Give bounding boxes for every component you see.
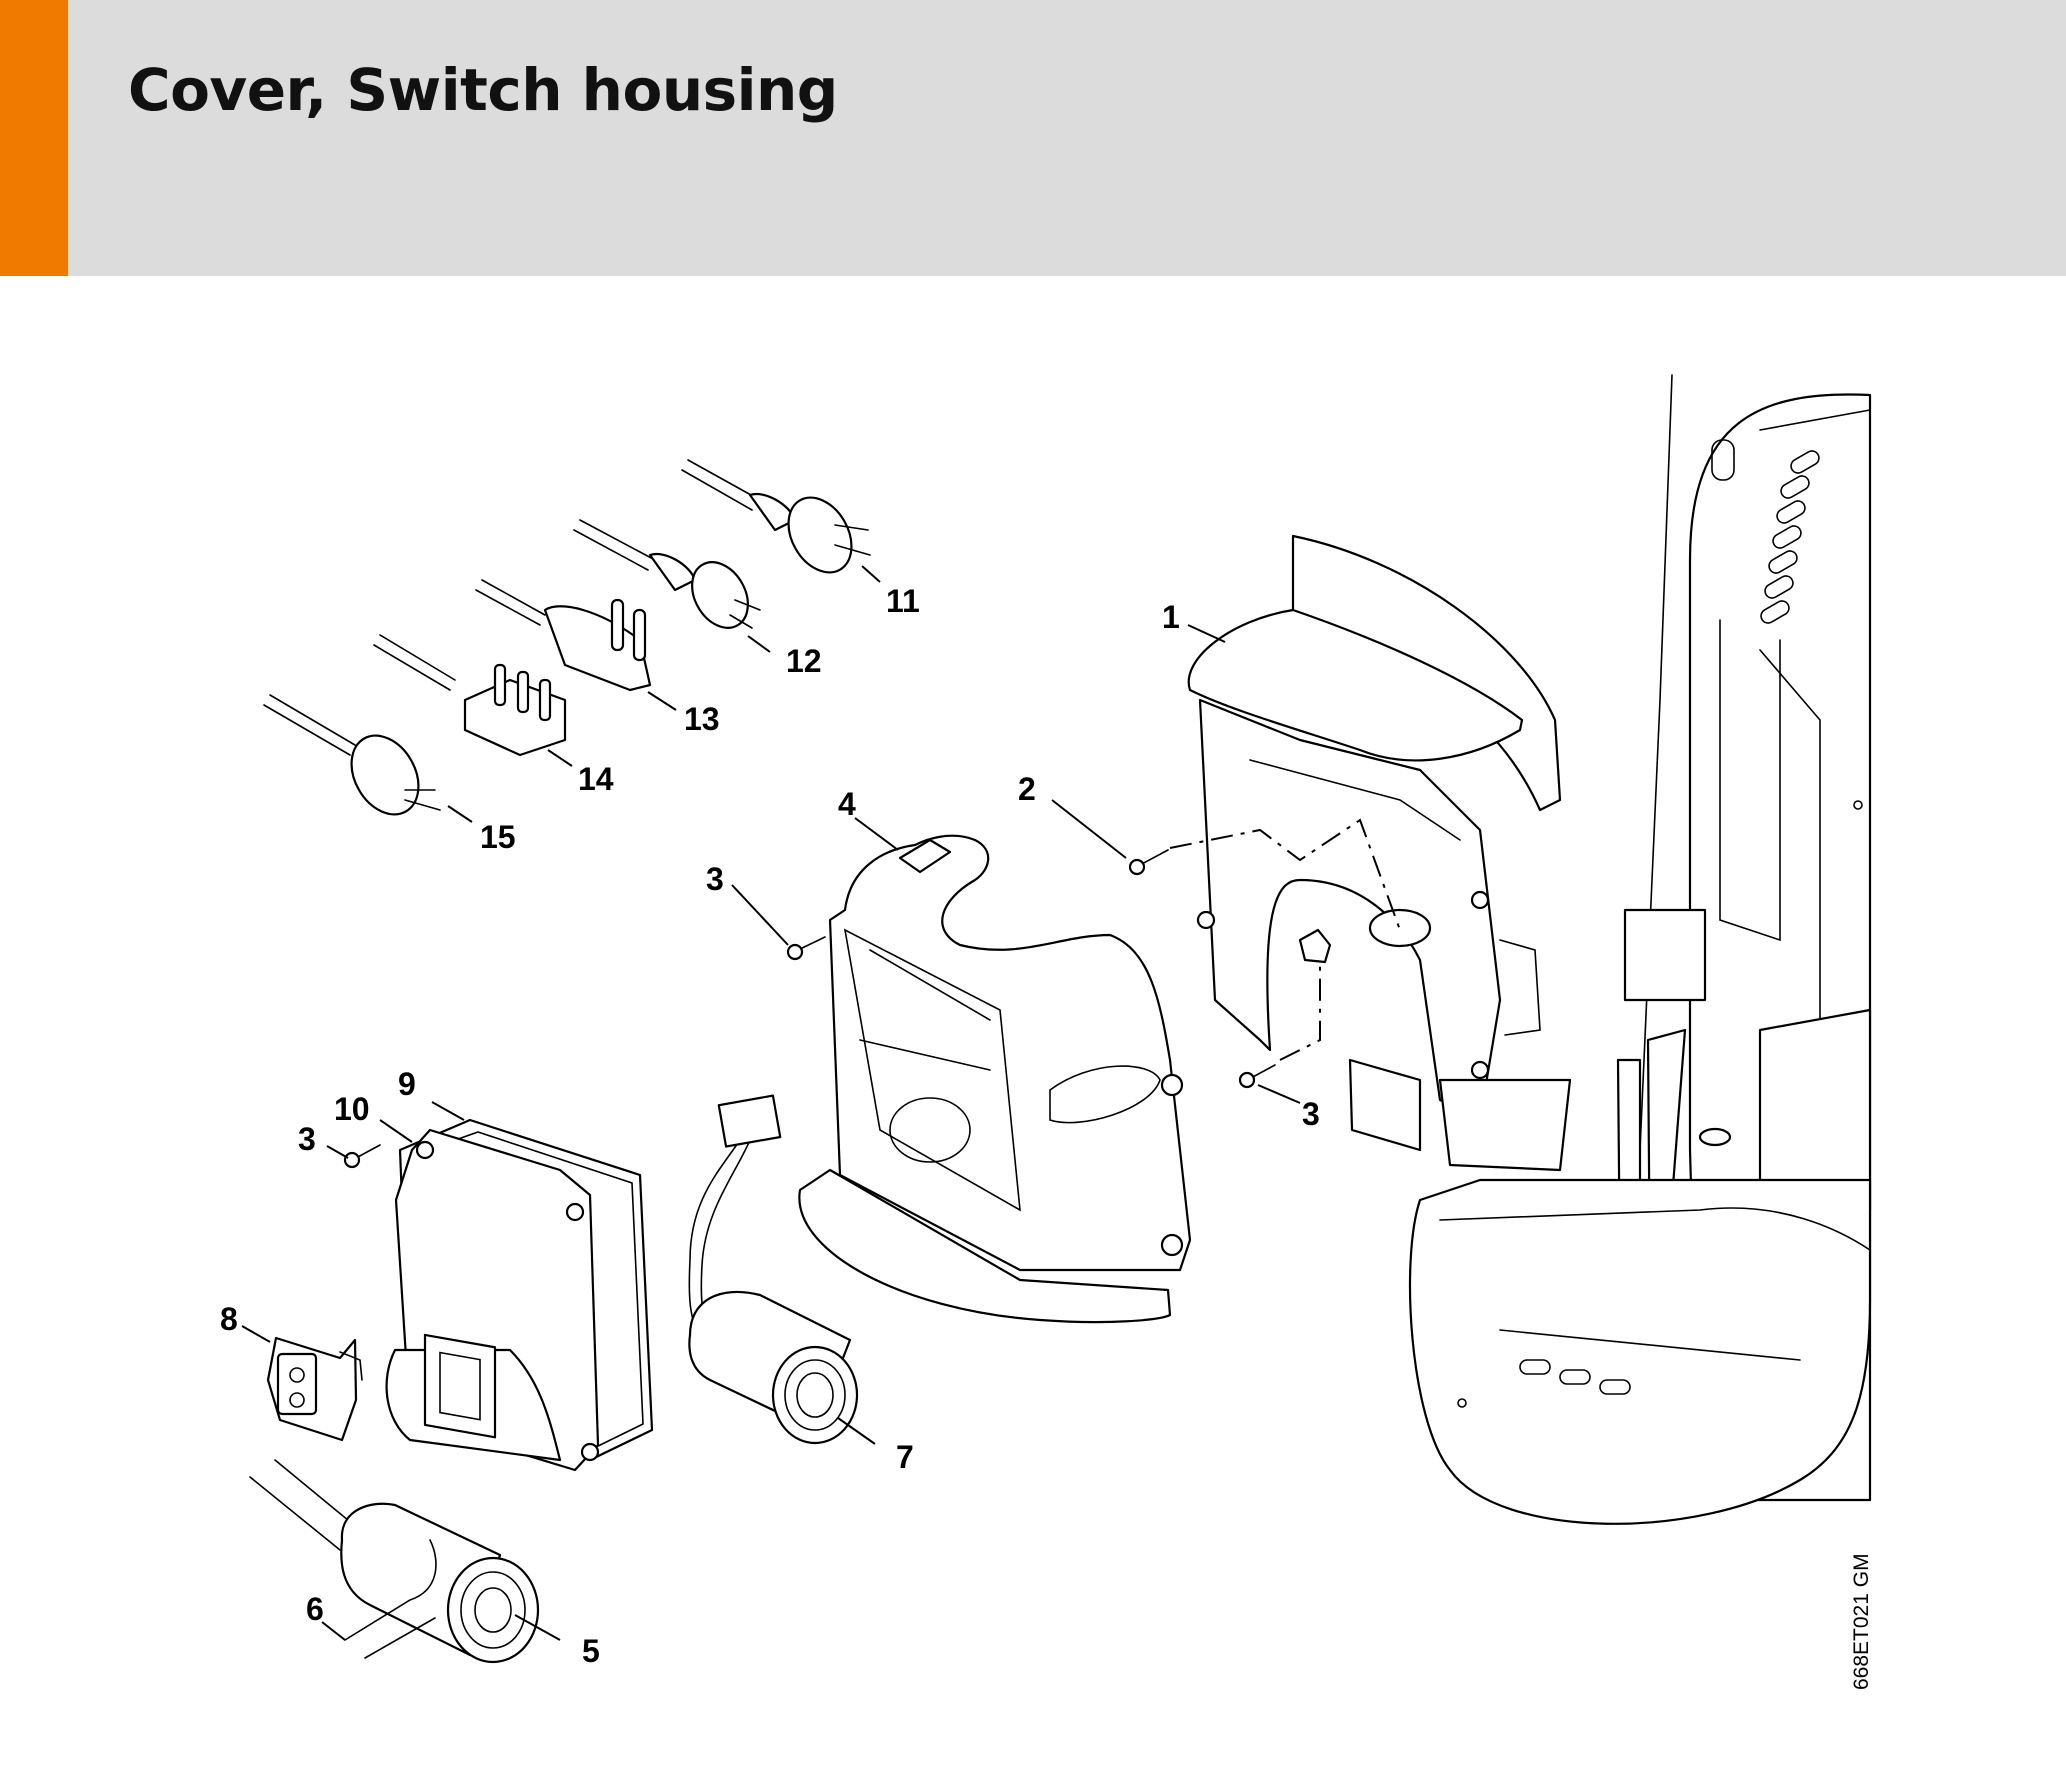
callout-3-c: 3 bbox=[298, 1121, 316, 1157]
callout-8: 8 bbox=[220, 1301, 238, 1337]
part-3-screw-a bbox=[786, 936, 826, 961]
part-15-plug bbox=[263, 694, 441, 816]
callout-4: 4 bbox=[838, 786, 856, 822]
part-13-plug bbox=[475, 579, 652, 692]
callout-14: 14 bbox=[578, 761, 614, 797]
callout-7: 7 bbox=[896, 1439, 914, 1475]
part-1-cover bbox=[1187, 534, 1572, 1172]
diagram-reference-code: 668ET021 GM bbox=[1850, 1553, 1873, 1690]
part-12-plug bbox=[573, 519, 761, 629]
header-band bbox=[0, 0, 2066, 276]
page-title: Cover, Switch housing bbox=[128, 56, 838, 124]
vent-slots bbox=[1760, 450, 1820, 624]
machine-body bbox=[1408, 374, 1872, 1525]
callout-5: 5 bbox=[582, 1633, 600, 1669]
part-7-capacitor bbox=[688, 1094, 859, 1445]
part-3-screw-c bbox=[343, 1144, 381, 1169]
callout-2: 2 bbox=[1018, 771, 1036, 807]
part-4-switch-housing bbox=[798, 834, 1192, 1324]
part-10-terminal-cover bbox=[385, 1128, 600, 1472]
callout-15: 15 bbox=[480, 819, 516, 855]
callout-labels: 1 2 3 3 3 4 5 6 7 8 9 10 11 12 13 14 15 bbox=[220, 583, 1320, 1669]
callout-11: 11 bbox=[886, 583, 920, 619]
callout-3-b: 3 bbox=[1302, 1096, 1320, 1132]
leader-lines bbox=[241, 565, 1301, 1641]
callout-10: 10 bbox=[334, 1091, 370, 1127]
part-3-screw-b bbox=[1238, 1064, 1276, 1089]
part-11-plug bbox=[681, 459, 871, 574]
callout-13: 13 bbox=[684, 701, 720, 737]
callout-1: 1 bbox=[1162, 599, 1180, 635]
part-6-cable-tie bbox=[344, 1539, 437, 1659]
callout-12: 12 bbox=[786, 643, 822, 679]
callout-6: 6 bbox=[306, 1591, 324, 1627]
part-5-capacitor bbox=[249, 1459, 540, 1664]
part-8-switch bbox=[266, 1336, 363, 1442]
part-14-plug bbox=[373, 634, 567, 757]
part-2-screw bbox=[1128, 849, 1169, 876]
callout-3-a: 3 bbox=[706, 861, 724, 897]
callout-9: 9 bbox=[398, 1066, 416, 1102]
accent-bar bbox=[0, 0, 68, 276]
